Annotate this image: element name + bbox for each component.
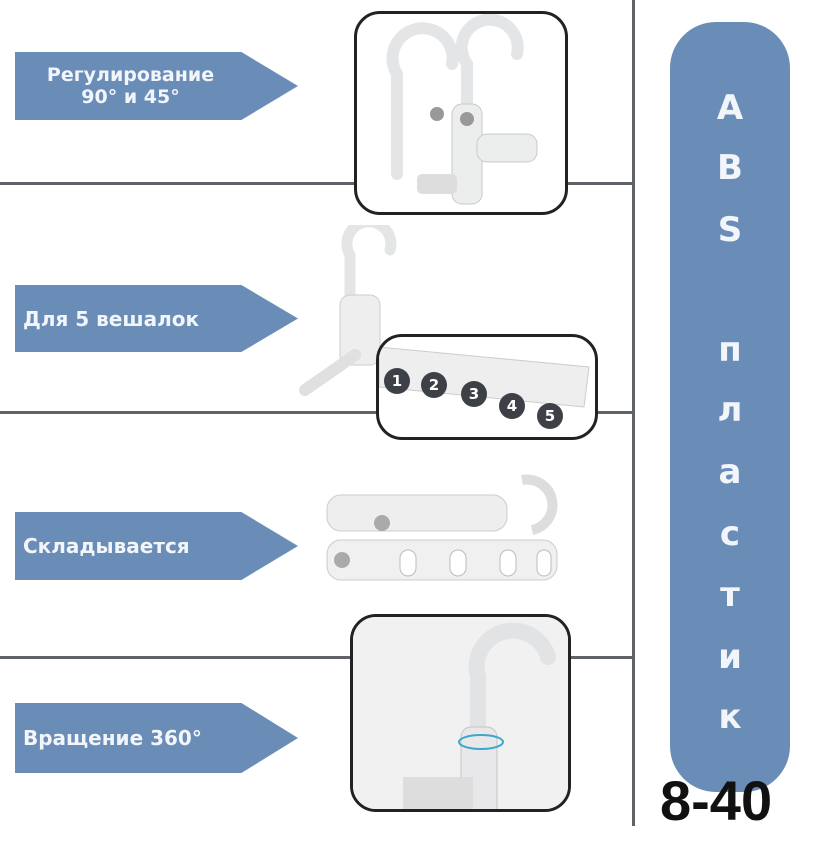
feature-label: 90° и 45° [81, 86, 180, 108]
slot-number: 4 [499, 393, 525, 419]
material-letter: и [718, 637, 742, 677]
slot-number: 3 [461, 381, 487, 407]
material-letter: A [716, 88, 744, 128]
material-letter: л [717, 390, 743, 430]
material-letter: т [720, 575, 740, 615]
material-letter: с [719, 514, 741, 554]
material-letter: а [718, 452, 742, 492]
slot-number: 1 [384, 368, 410, 394]
rotating-hook-illustration [353, 617, 568, 809]
folded-hanger-illustration [326, 474, 558, 581]
photo-five-slots [376, 334, 598, 440]
photo-rotation [350, 614, 571, 812]
material-badge [670, 22, 790, 792]
divider-3 [0, 656, 632, 659]
feature-arrow-adjust: Регулирование 90° и 45° [15, 52, 298, 120]
divider-1 [0, 182, 632, 185]
feature-label: Складывается [23, 534, 190, 558]
photo-hook-adjust [354, 11, 568, 215]
hanger-bar-illustration [379, 346, 590, 408]
feature-arrow-hangers: Для 5 вешалок [15, 285, 298, 352]
slot-number: 2 [421, 372, 447, 398]
slot-number: 5 [537, 403, 563, 429]
feature-label: Для 5 вешалок [23, 306, 200, 331]
hanger-side-illustration [299, 225, 397, 396]
material-letter: S [717, 210, 743, 250]
product-code: 8-40 [660, 769, 773, 832]
divider-2 [0, 411, 632, 414]
feature-label: Регулирование [46, 64, 215, 86]
hanger-hooks-illustration [386, 14, 538, 205]
material-letter: B [717, 148, 743, 188]
feature-arrow-rotation: Вращение 360° [15, 703, 298, 773]
vertical-divider [632, 0, 635, 826]
material-letter: п [718, 330, 742, 370]
feature-arrow-folds: Складывается [15, 512, 298, 580]
material-letter: к [718, 697, 742, 737]
feature-label: Вращение 360° [23, 726, 202, 750]
